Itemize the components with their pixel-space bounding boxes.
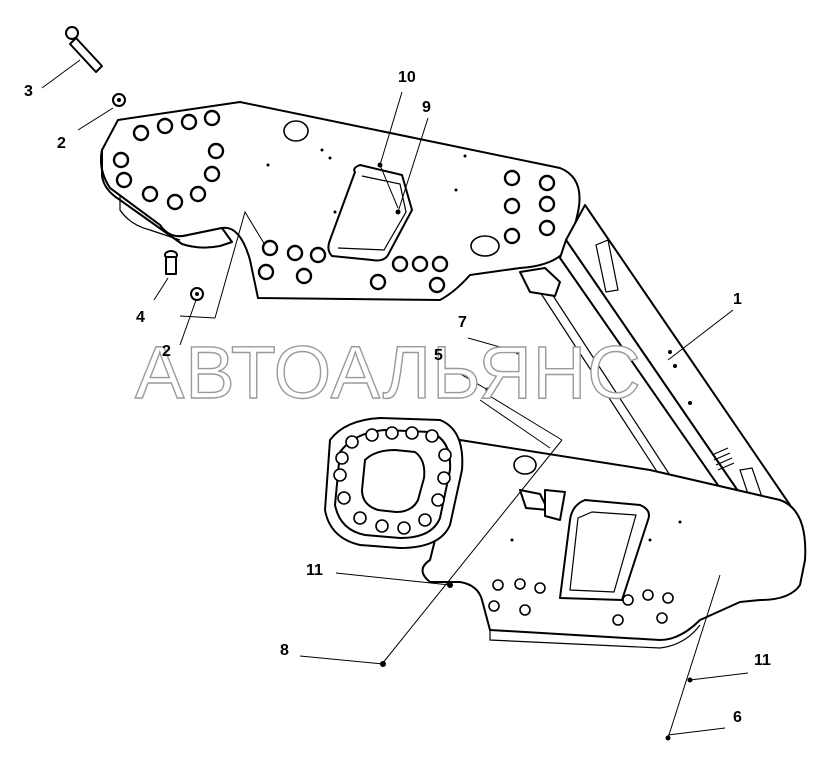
- callout-8: 8: [280, 642, 289, 659]
- lower-frame-plate: [421, 439, 807, 649]
- callout-2-lower: 2: [162, 343, 171, 360]
- callout-2-upper: 2: [57, 135, 66, 152]
- callout-7: 7: [458, 314, 467, 331]
- lower-plate-studs: [488, 578, 674, 626]
- callout-6: 6: [733, 709, 742, 726]
- leader-lines: [41, 59, 749, 741]
- washer-item-2-upper: [112, 93, 126, 107]
- upper-frame-plate: [100, 101, 581, 301]
- callout-9: 9: [422, 99, 431, 116]
- callout-3: 3: [24, 83, 33, 100]
- pin-item-4: [164, 250, 178, 275]
- callout-1: 1: [733, 291, 742, 308]
- callout-10: 10: [398, 69, 416, 86]
- callout-5: 5: [434, 347, 443, 364]
- vent-slots: [711, 447, 735, 471]
- watermark-text: АВТОАЛЬЯНС: [134, 331, 642, 414]
- bearing-bolts: [333, 426, 452, 535]
- callout-4: 4: [136, 309, 145, 326]
- bearing-ring: [324, 417, 464, 549]
- upper-plate-bolt-holes: [112, 109, 556, 294]
- pin-item-3: [65, 26, 103, 73]
- washer-item-2-lower: [190, 287, 204, 301]
- callout-11-right: 11: [754, 652, 771, 669]
- callout-11-left: 11: [306, 562, 323, 579]
